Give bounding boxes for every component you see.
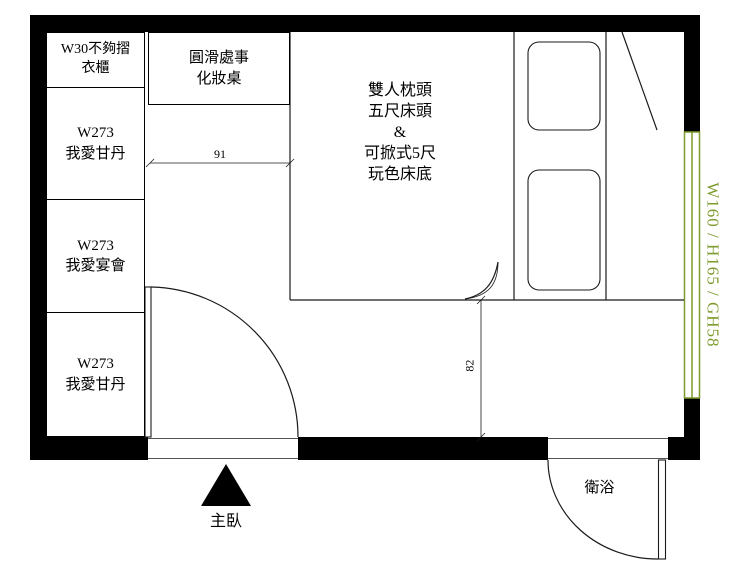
bed-line-1: 雙人枕頭 <box>367 82 432 99</box>
dim-82-tick-bottom <box>476 432 486 442</box>
wardrobe-4-label-1: W273 <box>77 356 114 373</box>
window-swing-line <box>621 31 658 131</box>
dim-91-tick-left <box>145 158 155 168</box>
wardrobe-3-label-1: W273 <box>77 237 114 254</box>
wall-top <box>30 15 700 32</box>
wardrobe-2-label-1: W273 <box>77 125 114 142</box>
dim-91-tick-right <box>285 158 295 168</box>
wardrobe-top-box: W30不夠摺 衣櫃 <box>46 32 145 88</box>
vanity-label-2: 化妝桌 <box>196 70 242 87</box>
wardrobe-box-3: W273 我愛宴會 <box>46 199 145 313</box>
wall-right-upper <box>684 15 700 132</box>
entry-door-leaf <box>144 286 152 438</box>
entrance-arrow-icon <box>201 464 251 506</box>
bathroom-label: 衛浴 <box>584 480 615 496</box>
bed-line-2: 五尺床頭 <box>367 103 432 120</box>
pillow-1 <box>527 41 601 131</box>
wardrobe-2-label-2: 我愛甘丹 <box>65 145 126 162</box>
bed-description: 雙人枕頭 五尺床頭 & 可掀式5尺 玩色床底 <box>310 80 490 185</box>
wall-bottom-left <box>30 437 148 460</box>
bed-line-3: & <box>393 124 407 141</box>
wall-bottom-middle <box>298 437 548 460</box>
bed-line-4: 可掀式5尺 <box>363 145 436 162</box>
corner-fold-icon <box>464 261 499 300</box>
vanity-label-1: 圓滑處事 <box>188 50 249 67</box>
corner-fold-icon-inner <box>464 261 499 300</box>
wardrobe-top-label-2: 衣櫃 <box>81 61 110 76</box>
bed-line-5: 玩色床底 <box>367 166 432 183</box>
wardrobe-4-label-2: 我愛甘丹 <box>65 376 126 393</box>
dim-82-label: 82 <box>462 359 477 372</box>
wardrobe-3-label-2: 我愛宴會 <box>65 258 126 274</box>
vanity-table-box: 圓滑處事 化妝桌 <box>148 32 290 105</box>
wardrobe-top-label-1: W30不夠摺 <box>60 42 131 58</box>
wardrobe-box-4: W273 我愛甘丹 <box>46 312 145 437</box>
bathroom-door-arc <box>547 459 659 560</box>
window-spec-label: W160 / H165 / GH58 <box>703 182 723 348</box>
wall-left <box>30 15 46 460</box>
dim-82-tick-top <box>476 295 486 305</box>
wardrobe-box-2: W273 我愛甘丹 <box>46 87 145 200</box>
dim-91-label: 91 <box>214 147 226 161</box>
pillow-2 <box>527 169 601 291</box>
bathroom-door-leaf <box>657 459 667 560</box>
entrance-label: 主臥 <box>209 513 242 530</box>
entry-door-arc <box>150 286 299 438</box>
wall-right-lower <box>684 398 700 460</box>
